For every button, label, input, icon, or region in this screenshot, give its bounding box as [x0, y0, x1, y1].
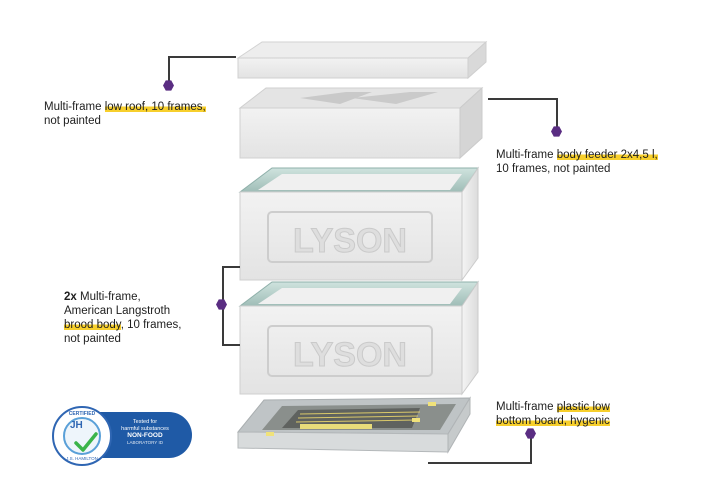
label-low-roof: Multi-frame low roof, 10 frames, not pai… [44, 101, 206, 127]
svg-text:LYSON: LYSON [293, 336, 407, 374]
seal-bottom-text: J.S. HAMILTON [66, 456, 98, 461]
feeder-marker [551, 126, 562, 137]
certification-badge: Tested for harmful substances NON-FOOD L… [52, 406, 192, 466]
seal-top-text: CERTIFIED [68, 411, 96, 417]
body-feeder [238, 86, 484, 160]
roof-marker [163, 80, 174, 91]
certified-seal: CERTIFIED J.S. HAMILTON JH [52, 406, 112, 466]
checkmark-icon [74, 432, 98, 452]
bottom-leader-v [530, 432, 532, 464]
roof-leader [168, 56, 236, 58]
feeder-leader [488, 98, 558, 100]
bottom-board [236, 396, 471, 454]
seal-monogram: JH [70, 420, 83, 431]
certification-pill: Tested for harmful substances NON-FOOD L… [98, 412, 192, 458]
low-roof [236, 40, 488, 80]
label-body-feeder: Multi-frame body feeder 2x4,5 l, 10 fram… [496, 149, 658, 175]
brood-leader-bottom [222, 344, 240, 346]
label-brood-body: 2x Multi-frame, American Langstroth broo… [64, 291, 182, 345]
roof-leader-v [168, 56, 170, 84]
feeder-leader-v [556, 98, 558, 128]
brood-leader-top [222, 266, 240, 268]
brood-body-bottom: LYSON [238, 280, 479, 396]
bottom-marker [525, 428, 536, 439]
brood-marker [216, 299, 227, 310]
bottom-leader [428, 462, 532, 464]
brood-body-top: LYSON [238, 166, 479, 282]
label-bottom-board: Multi-frame plastic low bottom board, hy… [496, 401, 610, 427]
svg-text:LYSON: LYSON [293, 222, 407, 260]
